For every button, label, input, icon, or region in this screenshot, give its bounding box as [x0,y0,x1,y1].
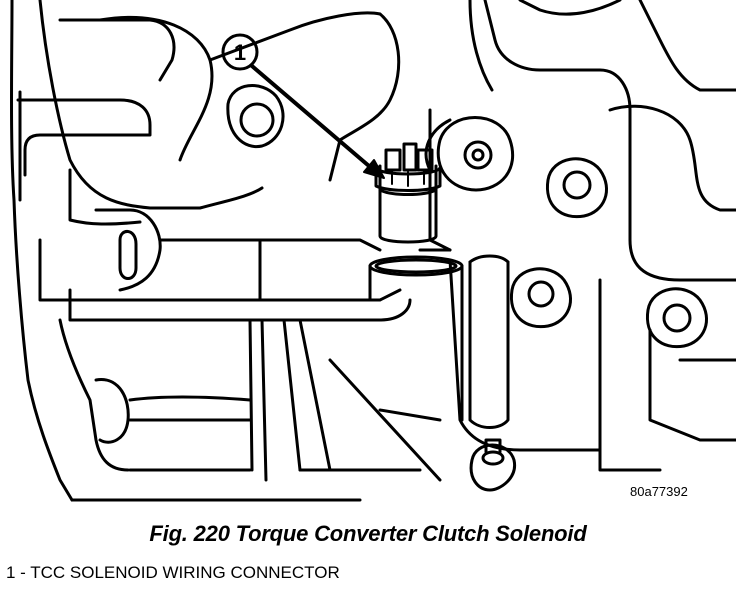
figure-caption: Fig. 220 Torque Converter Clutch Solenoi… [149,521,587,546]
legend-item: 1 - TCC SOLENOID WIRING CONNECTOR [6,563,340,582]
callout-1: 1 [221,33,385,179]
transmission-case-outline [10,0,401,502]
transmission-line-drawing: 1 [10,0,736,502]
valve-body-bolts [436,116,709,349]
valve-body-outline [418,0,736,472]
figure-id: 80a77392 [630,484,688,499]
callout-leader-line [250,64,378,174]
callout-circle [221,33,259,71]
callout-arrowhead [363,159,385,179]
callout-number: 1 [234,40,246,65]
lower-cross-members [58,318,442,502]
upper-left-bolt-boss [226,84,285,149]
callout-legend: 1 - TCC SOLENOID WIRING CONNECTOR [6,563,340,583]
mounting-bracket [38,208,412,322]
solenoid-bore [368,254,510,429]
lower-bolt [469,438,517,492]
